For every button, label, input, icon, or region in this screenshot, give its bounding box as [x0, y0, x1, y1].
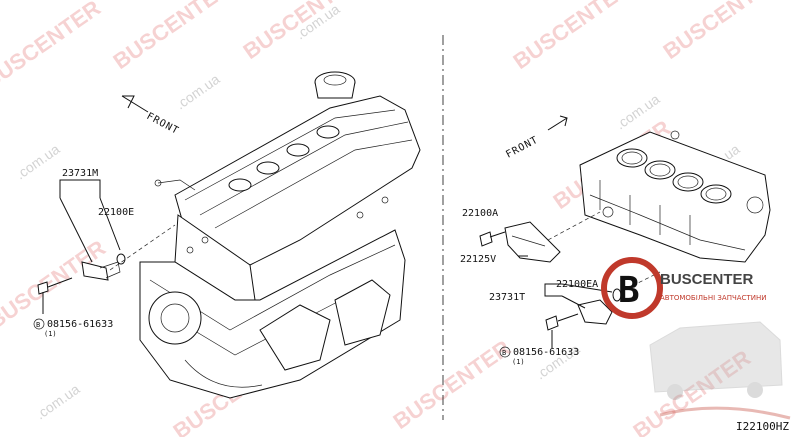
bolt-qty-left: (1)	[44, 330, 57, 338]
sensor-ea-icon	[577, 299, 613, 325]
watermark-domain: .com.ua	[33, 381, 83, 423]
bolt-icon	[545, 315, 559, 331]
camshaft-sensor-icon	[81, 261, 109, 281]
bolt-marker-left: B	[36, 321, 40, 329]
part-number-bolt-left: 08156-61633	[47, 319, 113, 330]
left-sensor-callouts	[37, 179, 176, 314]
part-number-23731M: 23731M	[62, 168, 98, 179]
right-sensor-callouts	[479, 211, 661, 348]
bolt-marker-icon	[499, 346, 511, 358]
o-ring-icon	[116, 253, 126, 265]
bus-silhouette-icon	[649, 321, 791, 420]
front-arrow-left: FRONT	[121, 95, 181, 137]
logo-letter: B	[618, 270, 640, 311]
part-number-23731T: 23731T	[489, 292, 525, 303]
front-arrow-right: FRONT	[504, 115, 568, 161]
watermark-domain: .com.ua	[173, 71, 223, 113]
front-label: FRONT	[504, 134, 540, 160]
logo-tagline: АВТОМОБІЛЬНІ ЗАПЧАСТИНИ	[660, 294, 766, 302]
buscenter-logo: B BUSCENTER АВТОМОБІЛЬНІ ЗАПЧАСТИНИ	[601, 257, 791, 420]
part-number-22125V: 22125V	[460, 254, 496, 265]
part-number-22100E: 22100E	[98, 207, 134, 218]
watermark-domain: .com.ua	[13, 141, 63, 183]
engine-assembly-drawing	[139, 71, 421, 399]
watermark-text: BUSCENTER	[659, 0, 786, 64]
part-number-bolt-right: 08156-61633	[513, 347, 579, 358]
bolt-qty-right: (1)	[512, 358, 525, 366]
bolt-marker-right: B	[502, 349, 506, 357]
watermark-text: BUSCENTER	[0, 0, 105, 94]
cylinder-block-drawing	[579, 130, 771, 263]
watermark-text: BUSCENTER	[509, 0, 636, 74]
logo-name: BUSCENTER	[660, 271, 754, 288]
watermark-text: BUSCENTER	[109, 0, 236, 74]
watermark-text: BUSCENTER	[389, 335, 516, 434]
part-number-22100EA: 22100EA	[556, 279, 598, 290]
front-label: FRONT	[145, 111, 181, 137]
sensor-a-icon	[479, 231, 493, 247]
logo-ring-icon	[601, 257, 663, 319]
bolt-icon	[37, 281, 49, 295]
bolt-marker-icon	[33, 318, 45, 330]
diagram-code: I22100HZ	[736, 420, 789, 433]
part-number-22100A: 22100A	[462, 208, 498, 219]
